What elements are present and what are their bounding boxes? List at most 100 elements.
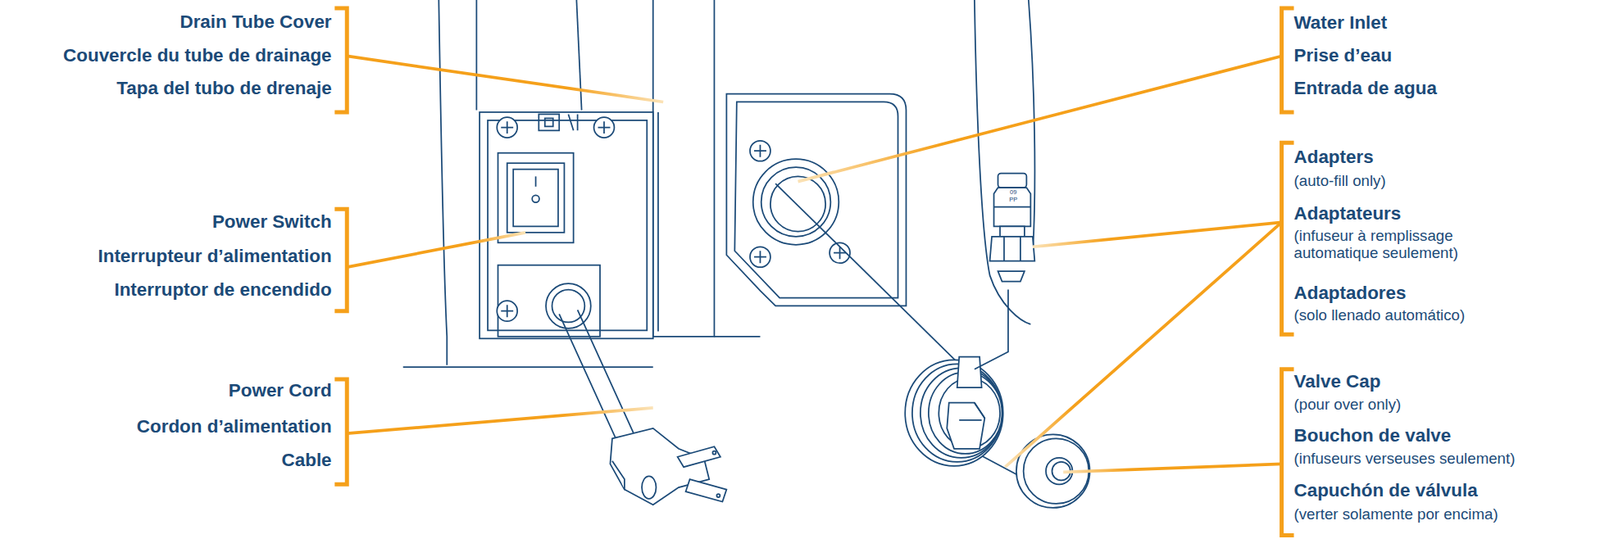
brewer-housing [713,336,760,338]
part-name: Bouchon de valve [1294,425,1452,447]
adapter [998,271,1025,282]
switch-panel [538,113,560,131]
adapter [994,187,1032,227]
power-cord [712,451,716,455]
part-name: Valve Cap [1294,371,1382,393]
leader-line [346,55,1282,473]
part-note: (solo llenado automático) [1294,305,1466,323]
part-name: Entrada de agua [1294,77,1437,100]
brewer-housing [653,0,715,337]
adapter [1000,226,1025,237]
water-inlet [775,183,964,370]
part-name: Drain Tube Cover [179,11,332,33]
screw [598,121,611,134]
switch-panel [513,169,559,228]
switch-panel [545,118,554,127]
adapter [1004,236,1021,262]
bracket [1281,369,1295,537]
water-inlet [761,167,832,237]
part-name: Prise d’eau [1294,45,1393,67]
switch-panel [479,112,654,339]
power-cord [612,461,625,491]
valve-grommet [904,290,1009,467]
adapter [998,173,1028,188]
power-cord [716,494,720,498]
part-name: Capuchón de válvula [1294,480,1478,502]
brewer-housing [475,0,478,110]
leader-line [346,55,664,102]
part-note: (auto-fill only) [1294,171,1387,189]
leader-line [1063,463,1282,473]
bracket [1281,142,1295,335]
leader-line [798,55,1282,182]
part-name: Adapters [1294,146,1374,169]
switch-panel [568,113,578,131]
valve-grommet [957,357,982,388]
power-cord [686,479,728,502]
bracket [334,8,347,113]
switch-panel [531,195,540,203]
valve-grommet [959,403,985,421]
screw [496,117,518,138]
leader-line [1032,222,1282,247]
brewer-housing [974,0,1031,325]
part-note: (infuseur à remplissage automatique seul… [1294,226,1499,262]
part-name: Couvercle du tube de drainage [63,45,332,67]
valve-grommet [904,359,1004,466]
water-inlet [750,140,771,162]
screw [496,300,518,322]
valve-grommet [946,403,985,450]
leader-line [346,408,653,434]
part-name: Power Cord [228,380,332,402]
part-name: Power Switch [212,211,332,233]
bracket [334,209,347,311]
water-inlet [770,176,826,232]
brewer-housing [576,0,582,110]
leader-line [346,232,526,268]
bracket [334,379,347,485]
part-name: Interrupteur d’alimentation [97,245,332,268]
screw [500,304,514,318]
part-name: Interruptor de encendido [113,279,332,301]
power-cord [545,283,591,329]
adapter [990,173,1036,282]
water-inlet [754,250,767,264]
brewer-housing [657,112,660,332]
part-name: Adaptateurs [1294,203,1402,225]
part-note: (infuseurs verseuses seulement) [1294,450,1516,468]
bracket [334,8,1294,537]
part-name: Cable [281,450,332,472]
bracket [1281,8,1295,113]
leader-line [1004,222,1282,468]
water-inlet [734,101,898,298]
water-inlet [753,159,840,246]
switch-panel [487,120,647,331]
adapter [994,206,1032,209]
switch-panel [498,153,574,244]
brewer-housing [403,0,1036,368]
switch-panel [535,176,537,187]
part-name: Adaptadores [1294,282,1407,305]
water-inlet [750,246,771,268]
part-marking: 09 [1009,188,1017,195]
water-inlet [754,145,767,158]
water-inlet [726,94,906,307]
adapter [990,236,1036,262]
part-name: Water Inlet [1294,12,1388,34]
water-inlet [833,246,846,260]
valve-grommet [974,290,1009,370]
brewer-housing [438,0,447,366]
switch-panel [479,112,654,339]
power-cord [641,476,656,499]
screw [500,121,514,134]
power-cord [677,446,721,468]
switch-panel [507,163,565,233]
part-name: Tapa del tubo de drenaje [116,77,332,100]
part-note: (pour over only) [1294,395,1402,414]
part-name: Cordon d’alimentation [136,416,332,438]
part-note: (verter solamente por encima) [1294,504,1499,523]
power-cord [545,283,727,505]
power-cord [559,309,639,449]
screw [594,117,615,138]
